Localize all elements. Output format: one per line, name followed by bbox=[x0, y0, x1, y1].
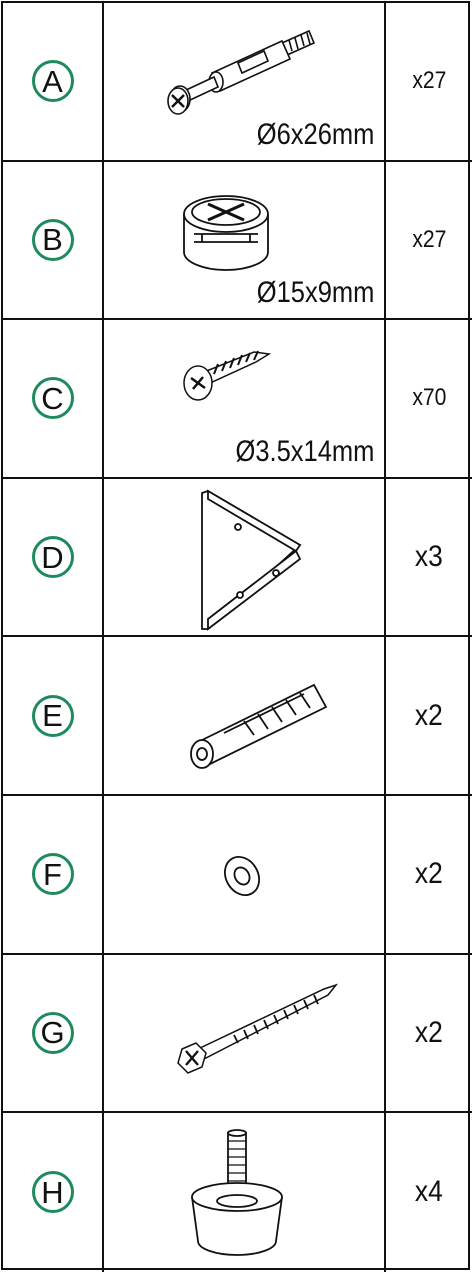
part-letter-g: G bbox=[31, 1011, 74, 1054]
part-letter-a: A bbox=[31, 60, 74, 103]
part-label-cell: E bbox=[3, 637, 104, 796]
part-quantity-cell: x27 bbox=[386, 3, 472, 162]
part-illustration-cell: Ø3.5x14mm bbox=[104, 320, 386, 479]
part-illustration-cell bbox=[104, 1113, 386, 1272]
part-illustration-cell bbox=[104, 954, 386, 1114]
part-label-cell: C bbox=[3, 320, 104, 479]
part-quantity: x27 bbox=[411, 67, 447, 95]
part-label-cell: B bbox=[3, 161, 104, 321]
part-dimension: Ø6x26mm bbox=[256, 117, 374, 151]
part-quantity: x70 bbox=[411, 384, 447, 412]
washer-icon bbox=[224, 855, 260, 896]
part-quantity: x4 bbox=[415, 1175, 443, 1209]
part-label-cell: H bbox=[3, 1113, 104, 1272]
part-letter-c: C bbox=[31, 377, 74, 420]
part-illustration-cell bbox=[104, 478, 386, 638]
part-label-cell: F bbox=[3, 795, 104, 955]
part-letter-h: H bbox=[31, 1171, 74, 1214]
part-illustration-cell bbox=[104, 795, 386, 955]
part-quantity: x2 bbox=[415, 857, 443, 891]
wood-screw-icon bbox=[183, 350, 272, 401]
part-quantity-cell: x2 bbox=[386, 637, 472, 796]
part-letter-f: F bbox=[31, 853, 74, 896]
part-label-cell: A bbox=[3, 3, 104, 162]
part-quantity-cell: x27 bbox=[386, 162, 472, 321]
part-illustration-cell bbox=[104, 637, 386, 796]
leveling-foot-icon bbox=[191, 1129, 283, 1257]
hex-lag-screw-icon bbox=[177, 983, 339, 1074]
wall-plug-icon bbox=[190, 684, 328, 770]
part-letter-e: E bbox=[31, 694, 74, 737]
part-quantity: x27 bbox=[411, 225, 447, 253]
cam-bolt-icon bbox=[167, 29, 316, 115]
part-quantity-cell: x4 bbox=[386, 1113, 472, 1272]
part-quantity: x2 bbox=[415, 1015, 443, 1049]
part-quantity: x2 bbox=[415, 698, 443, 732]
part-quantity-cell: x2 bbox=[386, 796, 472, 955]
part-quantity: x3 bbox=[415, 540, 443, 574]
part-quantity-cell: x3 bbox=[386, 479, 472, 638]
part-illustration-cell: Ø15x9mm bbox=[104, 161, 386, 321]
cam-lock-icon bbox=[183, 194, 269, 271]
part-illustration-cell: Ø6x26mm bbox=[104, 3, 386, 162]
part-letter-b: B bbox=[31, 218, 74, 261]
part-dimension: Ø3.5x14mm bbox=[235, 434, 374, 468]
part-label-cell: D bbox=[3, 478, 104, 638]
part-label-cell: G bbox=[3, 954, 104, 1114]
angle-bracket-icon bbox=[201, 489, 302, 631]
part-quantity-cell: x2 bbox=[386, 955, 472, 1114]
part-letter-d: D bbox=[31, 536, 74, 579]
part-dimension: Ø15x9mm bbox=[256, 276, 374, 310]
part-quantity-cell: x70 bbox=[386, 320, 472, 479]
